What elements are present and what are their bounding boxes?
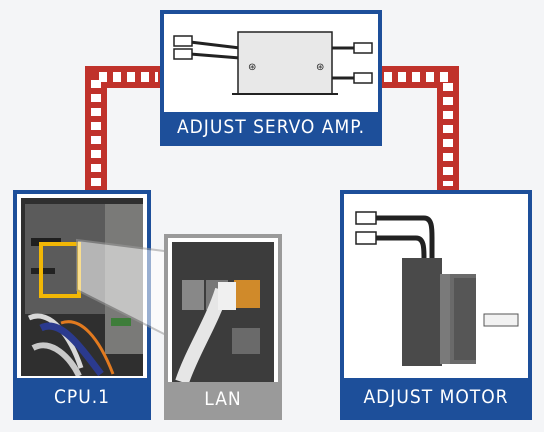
servo-amp-icon: ⊛ ⊛ bbox=[173, 31, 373, 95]
lan-label: LAN bbox=[168, 382, 278, 416]
cpu-label: CPU.1 bbox=[17, 378, 147, 416]
motor-label: ADJUST MOTOR bbox=[344, 378, 528, 416]
cpu-card: CPU.1 bbox=[13, 190, 151, 420]
motor-card: ADJUST MOTOR bbox=[340, 190, 532, 420]
servo-amp-label: ADJUST SERVO AMP. bbox=[164, 112, 378, 142]
lan-photo-image bbox=[172, 242, 274, 382]
left-cable bbox=[85, 66, 162, 192]
svg-text:⊛: ⊛ bbox=[316, 62, 324, 73]
right-cable bbox=[380, 66, 459, 192]
svg-text:⊛: ⊛ bbox=[248, 62, 256, 73]
lan-card: LAN bbox=[164, 234, 282, 420]
servo-amp-card: ⊛ ⊛ ADJUST SERVO AMP. bbox=[160, 10, 382, 146]
lan-photo bbox=[172, 242, 274, 382]
motor-icon bbox=[355, 211, 519, 366]
